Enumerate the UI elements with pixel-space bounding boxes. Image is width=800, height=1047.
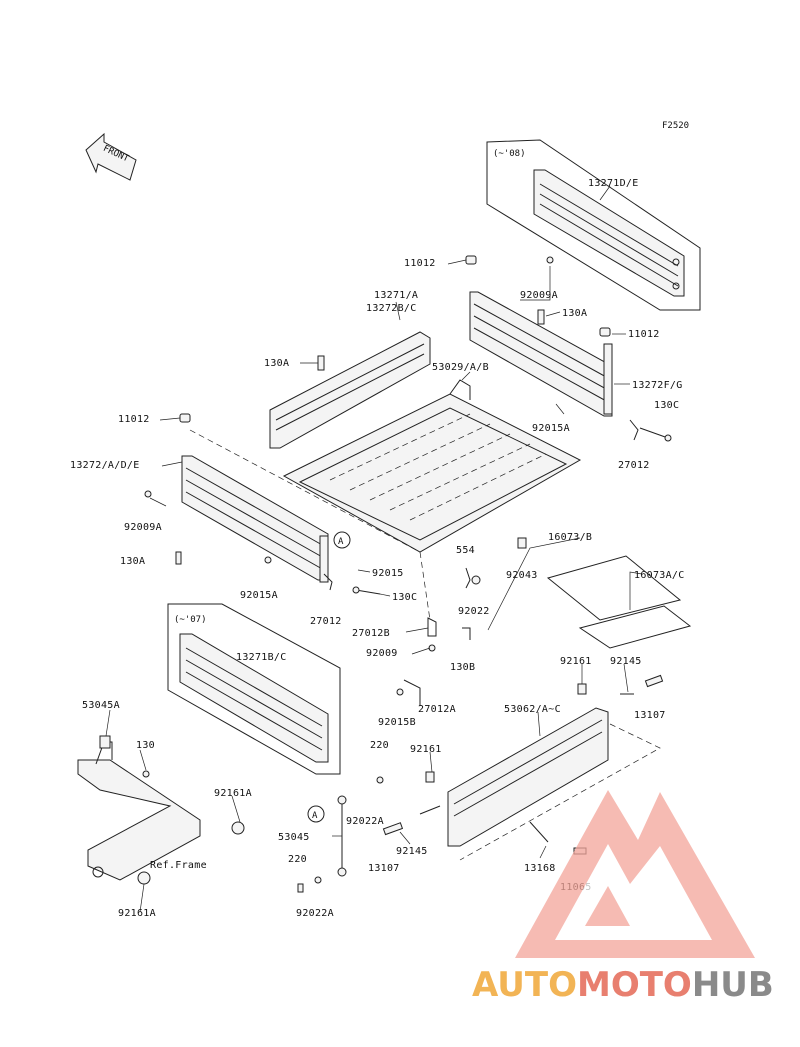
upper-variant-box: (~'08) bbox=[486, 139, 701, 311]
bolt-92009A-top bbox=[546, 256, 554, 264]
cap-11012-left bbox=[179, 413, 191, 423]
label-11012-right: 11012 bbox=[628, 329, 660, 340]
label-27012-left: 27012 bbox=[310, 616, 342, 627]
label-130A-left: 130A bbox=[264, 358, 289, 369]
label-92145-left: 92145 bbox=[396, 846, 428, 857]
logo-text: AUTOMOTOHUB bbox=[472, 965, 774, 1005]
label-53045A: 53045A bbox=[82, 700, 120, 711]
logo-text-part2: MOTO bbox=[577, 965, 692, 1005]
upper-variant-label: (~'08) bbox=[493, 149, 526, 159]
cap-11012-right bbox=[599, 327, 611, 337]
label-13272BC: 13272B/C bbox=[366, 303, 417, 314]
label-92161-right: 92161 bbox=[560, 656, 592, 667]
label-13168: 13168 bbox=[524, 863, 556, 874]
label-92015A-right: 92015A bbox=[532, 423, 570, 434]
marker-a-upper: A bbox=[333, 531, 351, 549]
frame-drawing bbox=[77, 735, 245, 885]
cap-11012-top bbox=[465, 255, 477, 265]
label-27012-right: 27012 bbox=[618, 460, 650, 471]
bolt-130A-top-right bbox=[537, 309, 545, 325]
label-92015: 92015 bbox=[372, 568, 404, 579]
bolt-130C-right bbox=[639, 427, 672, 442]
tailgate-upper-drawing bbox=[533, 169, 685, 297]
label-13272ADE: 13272/A/D/E bbox=[70, 460, 140, 471]
label-92009A-left: 92009A bbox=[124, 522, 162, 533]
label-92161A-top: 92161A bbox=[214, 788, 252, 799]
logo-text-part1: AUTO bbox=[472, 965, 577, 1005]
label-92161-middle: 92161 bbox=[410, 744, 442, 755]
label-27012B: 27012B bbox=[352, 628, 390, 639]
part-labels: 13271D/E 11012 92009A 13271/A 13272B/C 1… bbox=[70, 178, 685, 919]
marker-a-lower: A bbox=[307, 805, 325, 823]
label-11012-top: 11012 bbox=[404, 258, 436, 269]
label-92015A-left: 92015A bbox=[240, 590, 278, 601]
label-53062: 53062/A~C bbox=[504, 704, 561, 715]
label-92145-right: 92145 bbox=[610, 656, 642, 667]
label-13271A: 13271/A bbox=[374, 290, 418, 301]
label-53029AB: 53029/A/B bbox=[432, 362, 489, 373]
label-130A-bottom: 130A bbox=[120, 556, 145, 567]
label-92009A-top: 92009A bbox=[520, 290, 558, 301]
label-16073B: 16073/B bbox=[548, 532, 592, 543]
bed-mat-drawing bbox=[546, 555, 692, 649]
label-130B: 130B bbox=[450, 662, 475, 673]
leader-lines bbox=[105, 185, 643, 913]
center-hardware bbox=[396, 537, 527, 706]
tailgate-lower-drawing bbox=[179, 633, 329, 763]
front-arrow-icon: FRONT bbox=[85, 132, 137, 181]
label-554: 554 bbox=[456, 545, 475, 556]
label-92009: 92009 bbox=[366, 648, 398, 659]
cargo-bed-drawing bbox=[189, 379, 582, 621]
label-13271BC: 13271B/C bbox=[236, 652, 287, 663]
logo-triangle-mark bbox=[515, 790, 755, 958]
label-130C-right: 130C bbox=[654, 400, 679, 411]
bolt-130C-left bbox=[352, 586, 381, 595]
label-13272FG: 13272F/G bbox=[632, 380, 683, 391]
latch-27012-left bbox=[323, 573, 333, 591]
label-220-bottom: 220 bbox=[288, 854, 307, 865]
label-130C-left: 130C bbox=[392, 592, 417, 603]
label-13107-left: 13107 bbox=[368, 863, 400, 874]
svg-text:A: A bbox=[338, 537, 344, 547]
tailgate-assy-drawing bbox=[382, 674, 664, 861]
nut-92015A-left bbox=[264, 556, 272, 564]
label-92043: 92043 bbox=[506, 570, 538, 581]
label-13107-right: 13107 bbox=[634, 710, 666, 721]
label-92015B: 92015B bbox=[378, 717, 416, 728]
label-92161A-bottom: 92161A bbox=[118, 908, 156, 919]
automotohub-logo: AUTOMOTOHUB bbox=[472, 790, 774, 1005]
label-53045: 53045 bbox=[278, 832, 310, 843]
side-panel-right-drawing bbox=[469, 291, 613, 417]
figure-code: F2520 bbox=[662, 121, 689, 131]
bolt-130A-left bbox=[175, 551, 182, 565]
label-11012-left: 11012 bbox=[118, 414, 150, 425]
label-13271DE: 13271D/E bbox=[588, 178, 639, 189]
bolt-92009A-left bbox=[144, 490, 152, 498]
label-130: 130 bbox=[136, 740, 155, 751]
label-27012A: 27012A bbox=[418, 704, 456, 715]
svg-text:A: A bbox=[312, 811, 318, 821]
label-92022A-top: 92022A bbox=[346, 816, 384, 827]
front-panel-drawing bbox=[269, 331, 431, 449]
lower-variant-label: (~'07) bbox=[174, 615, 207, 625]
logo-text-part3: HUB bbox=[692, 965, 774, 1005]
label-130A-right: 130A bbox=[562, 308, 587, 319]
side-panel-left-drawing bbox=[181, 455, 329, 583]
label-220-top: 220 bbox=[370, 740, 389, 751]
lower-variant-box: (~'07) bbox=[167, 603, 341, 775]
label-92022: 92022 bbox=[458, 606, 490, 617]
label-92022A-bottom: 92022A bbox=[296, 908, 334, 919]
label-ref-frame: Ref.Frame bbox=[150, 860, 207, 871]
label-16073AC: 16073A/C bbox=[634, 570, 685, 581]
latch-27012-right bbox=[629, 419, 639, 441]
link-53045-drawing bbox=[297, 776, 384, 893]
